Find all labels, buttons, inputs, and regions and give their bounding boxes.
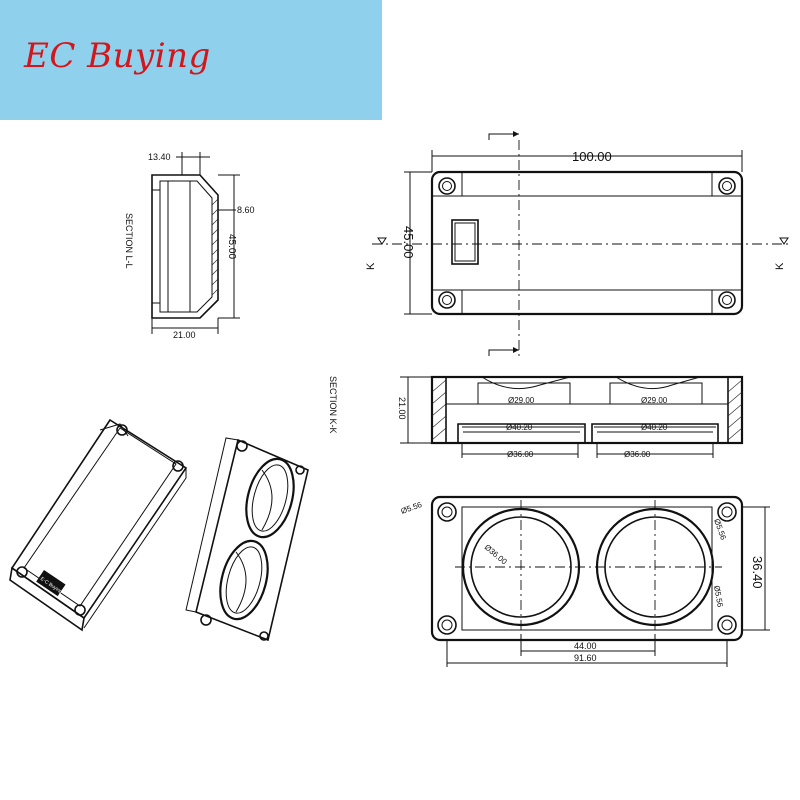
iso-view-closed: E·C Buying [9,418,188,632]
bottom-view: Ø36.00 Ø5.56 Ø5.56 Ø5.56 36.40 44.00 91.… [400,495,770,667]
dim-top-length: 100.00 [572,149,612,164]
dim-bottom-total-width: 91.60 [574,653,597,663]
iso-view-open [185,437,309,642]
dim-kk-outer-left: Ø36.00 [507,450,534,459]
top-view: K K 100.00 45.00 [365,131,790,356]
dim-bottom-hole-left: Ø36.00 [483,543,509,567]
dim-kk-mid-left: Ø40.20 [506,423,533,432]
cut-k-right: K [774,262,786,270]
dim-kk-inner-left: Ø29.00 [508,396,535,405]
section-kk-label: SECTION K-K [328,376,338,434]
dim-section-ll-chamfer: 8.60 [237,205,255,215]
brand-title: EC Buying [24,36,211,76]
section-ll-label: SECTION L-L [124,213,134,269]
dim-kk-height: 21.00 [397,397,407,420]
section-kk-view: Ø29.00 Ø29.00 Ø40.20 Ø40.20 Ø36.00 Ø36.0… [397,375,744,459]
section-ll-view: 13.40 8.60 45.00 21.00 SECTION L-L [124,152,255,340]
dim-bottom-side-height: 36.40 [750,556,765,589]
dim-bottom-center-spacing: 44.00 [574,641,597,651]
brand-banner: EC Buying [0,0,382,120]
dim-bottom-corner-lower: Ø5.56 [712,585,725,609]
dim-bottom-corner-left: Ø5.56 [400,500,424,516]
dim-kk-outer-right: Ø36.00 [624,450,651,459]
dim-section-ll-top-width: 13.40 [148,152,171,162]
dim-kk-inner-right: Ø29.00 [641,396,668,405]
cut-k-left: K [365,262,377,270]
dim-section-ll-height: 45.00 [226,234,237,259]
dim-kk-mid-right: Ø40.20 [641,423,668,432]
dim-top-height: 45.00 [401,226,416,259]
dim-section-ll-bottom-width: 21.00 [173,330,196,340]
